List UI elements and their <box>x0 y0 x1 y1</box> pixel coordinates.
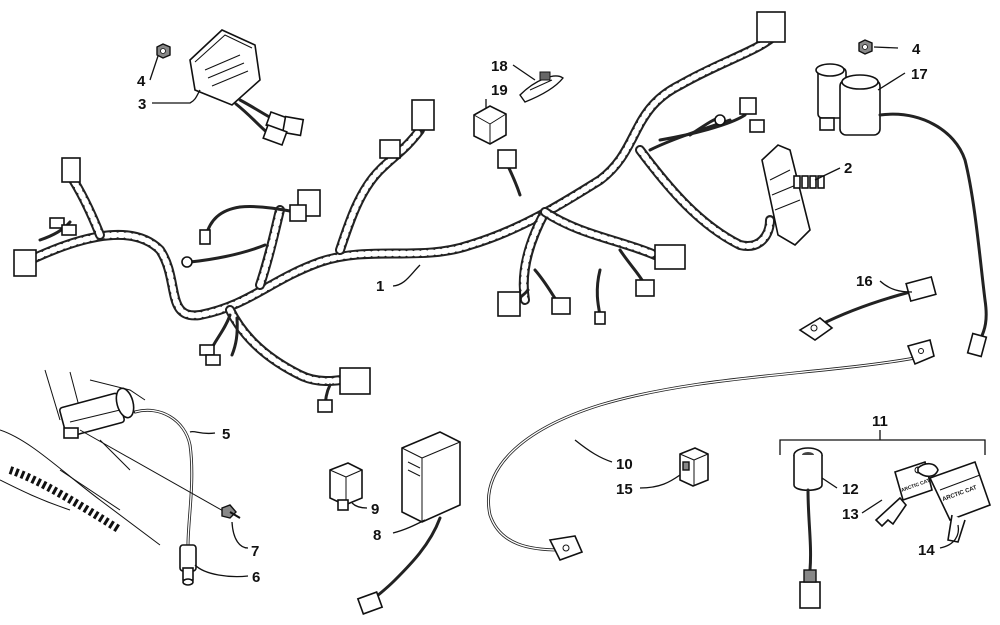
callout-4-left: 4 <box>137 73 146 90</box>
starter-cable-5 <box>133 408 197 586</box>
harness-terminal <box>594 311 606 325</box>
harness-connector <box>379 139 401 159</box>
ignition-switch-12 <box>793 447 823 609</box>
harness-terminal <box>317 399 333 413</box>
cdi-unit <box>356 431 461 615</box>
callout-17: 17 <box>911 66 928 83</box>
callout-4-right: 4 <box>912 41 921 58</box>
harness-terminal <box>49 217 65 229</box>
callout-13: 13 <box>842 506 859 523</box>
callout-3: 3 <box>138 96 146 113</box>
nut-left <box>156 43 171 59</box>
ring-terminal <box>181 256 193 268</box>
ground-wire-16 <box>798 275 937 341</box>
cable-tie-18 <box>519 71 564 103</box>
callout-19: 19 <box>491 82 508 99</box>
callout-11: 11 <box>872 413 888 430</box>
bolt-7 <box>79 429 241 519</box>
callout-16: 16 <box>856 273 873 290</box>
key-14: ARCTIC CAT <box>917 460 992 543</box>
ring-terminal <box>714 114 726 126</box>
callout-5: 5 <box>222 426 230 443</box>
callout-10: 10 <box>616 456 633 473</box>
relay-19 <box>473 105 507 145</box>
callout-2: 2 <box>844 160 852 177</box>
harness-connector <box>13 249 37 277</box>
nut-right <box>858 39 873 55</box>
leader-lines <box>149 46 960 578</box>
callout-14: 14 <box>918 542 935 559</box>
harness-connector <box>497 291 521 317</box>
harness-connector <box>635 279 655 297</box>
harness-connector <box>411 99 435 131</box>
harness-terminal <box>199 344 215 356</box>
starter-area <box>0 369 161 546</box>
callout-18: 18 <box>491 58 508 75</box>
relay-15 <box>679 447 709 487</box>
fuse-block <box>761 144 825 247</box>
ignition-switch-kit <box>779 430 986 455</box>
harness-terminal <box>205 354 221 366</box>
drive-belt <box>8 466 123 534</box>
ignition-coil <box>815 63 988 358</box>
callout-8: 8 <box>373 527 381 544</box>
callout-15: 15 <box>616 481 633 498</box>
voltage-regulator <box>189 29 305 147</box>
harness-connector <box>739 97 757 115</box>
harness-connector <box>497 149 517 169</box>
main-wiring-harness <box>13 11 786 413</box>
callout-7: 7 <box>251 543 259 560</box>
harness-connector <box>756 11 786 43</box>
harness-connector <box>654 244 686 270</box>
callout-1: 1 <box>376 278 384 295</box>
harness-connector <box>61 157 81 183</box>
harness-connector <box>551 297 571 315</box>
harness-connector <box>289 204 307 222</box>
callout-labels: 1 2 3 4 4 5 6 7 8 9 10 11 12 13 14 15 16… <box>137 41 935 586</box>
callout-12: 12 <box>842 481 859 498</box>
harness-terminal <box>749 119 765 133</box>
harness-terminal <box>61 224 77 236</box>
battery-cable-10 <box>487 339 935 561</box>
harness-terminal <box>199 229 211 245</box>
callout-9: 9 <box>371 501 379 518</box>
harness-connector <box>339 367 371 395</box>
fuses <box>793 175 825 189</box>
relay-9 <box>329 462 363 511</box>
callout-6: 6 <box>252 569 260 586</box>
